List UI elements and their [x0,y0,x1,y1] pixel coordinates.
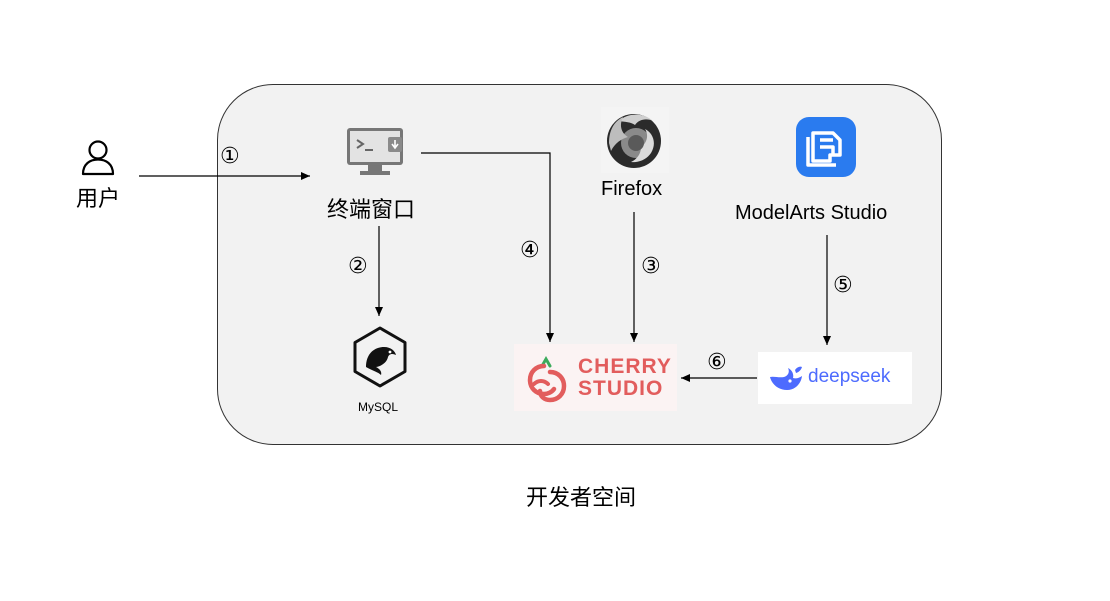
user-label: 用户 [76,187,121,212]
step-6-label: ⑥ [707,350,727,375]
cherry-studio-logo [527,355,567,403]
deepseek-label: deepseek [808,366,891,387]
step-5-label: ⑤ [833,273,853,298]
arrow-terminal-to-cherry [421,152,554,342]
cherry-label-line2: STUDIO [578,377,664,400]
firefox-icon [601,107,669,173]
mysql-label: MySQL [358,400,399,414]
terminal-label: 终端窗口 [327,198,416,223]
deepseek-box: deepseek [758,352,912,404]
modelarts-label: ModelArts Studio [735,202,888,224]
firefox-label: Firefox [601,178,663,200]
step-4-label: ④ [520,238,540,263]
user-icon [81,140,115,176]
mysql-dolphin-icon [353,326,407,388]
modelarts-icon [796,117,856,177]
step-2-label: ② [348,254,368,279]
terminal-icon [347,128,403,175]
developer-space-label: 开发者空间 [526,486,637,511]
deepseek-whale-icon [770,366,802,390]
cherry-studio-box: CHERRY STUDIO [514,344,677,411]
cherry-label-line1: CHERRY [578,355,672,378]
step-3-label: ③ [641,254,661,279]
step-1-label: ① [220,144,240,169]
